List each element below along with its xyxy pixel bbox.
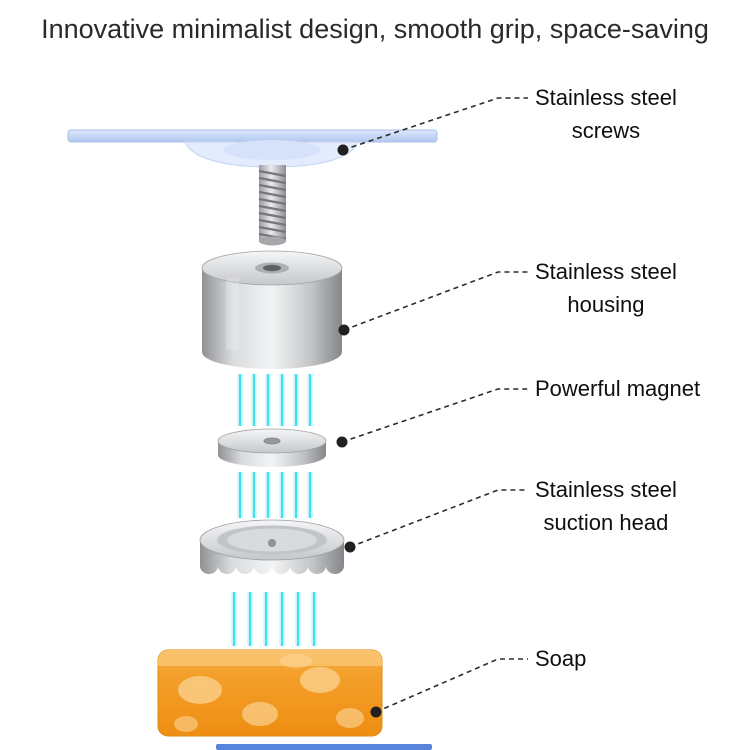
leader-dot-suction — [344, 541, 356, 553]
leader-line-housing — [343, 271, 528, 331]
label-line: Stainless steel — [535, 477, 677, 502]
label-line: screws — [571, 118, 641, 143]
ceiling-plate — [67, 129, 438, 168]
leader-dots — [336, 144, 382, 718]
label-line: Soap — [535, 646, 587, 671]
magnetic-field-lines-bottom — [231, 592, 317, 646]
leader-line-suction — [349, 489, 528, 548]
soap-bar — [157, 649, 383, 737]
label-line: Stainless steel — [535, 85, 677, 110]
label-stainless-steel-housing: Stainless steel housing — [535, 260, 677, 317]
leader-dot-housing — [338, 324, 350, 336]
label-line: suction head — [543, 510, 669, 535]
page-title: Innovative minimalist design, smooth gri… — [41, 14, 709, 44]
leader-line-soap — [375, 658, 528, 713]
leader-line-magnet — [341, 388, 528, 443]
leader-line-screws — [342, 97, 528, 151]
label-stainless-steel-suction-head: Stainless steel suction head — [535, 478, 677, 535]
leader-dot-soap — [370, 706, 382, 718]
label-powerful-magnet: Powerful magnet — [535, 377, 700, 401]
screw — [258, 165, 287, 246]
suction-head — [199, 519, 345, 574]
label-soap: Soap — [535, 647, 586, 671]
leader-dot-screws — [337, 144, 349, 156]
label-line: housing — [567, 292, 645, 317]
magnetic-field-lines-middle — [237, 472, 313, 518]
label-line: Powerful magnet — [535, 376, 701, 401]
label-line: Stainless steel — [535, 259, 677, 284]
magnetic-field-lines-top — [237, 374, 313, 426]
leader-dot-magnet — [336, 436, 348, 448]
leader-lines — [341, 97, 528, 713]
housing-cylinder — [201, 250, 343, 369]
label-stainless-steel-screws: Stainless steel screws — [535, 86, 677, 143]
bottom-image-edge — [216, 744, 432, 750]
magnet-disc — [217, 428, 327, 467]
